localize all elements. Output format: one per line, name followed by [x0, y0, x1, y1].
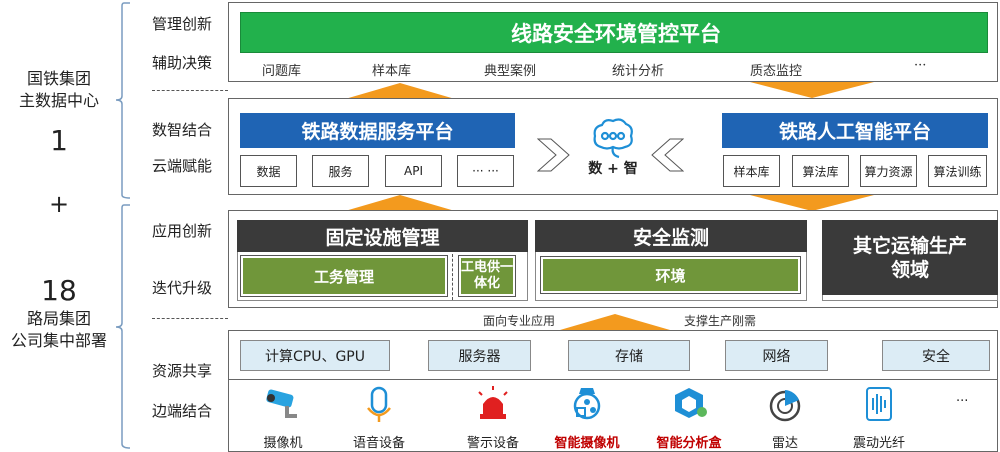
analysis-box-icon [675, 388, 707, 418]
other-domain-box: 其它运输生产领域 [822, 220, 998, 295]
device-camera: 摄像机 [238, 386, 328, 451]
ai-platform-title: 铁路人工智能平台 [722, 113, 988, 148]
smart-camera-icon [573, 388, 601, 420]
ai-platform-item: 算法训练 [928, 155, 987, 187]
device-analysis-box: 智能分析盒 [644, 386, 734, 451]
resource-item: 服务器 [428, 340, 531, 371]
device-label: 警示设备 [466, 436, 519, 451]
environment-box: 环境 [540, 256, 801, 294]
row-label-cloud: 云端赋能 [152, 157, 213, 175]
arrow-down [750, 195, 874, 211]
org-national-line1: 国铁集团 [26, 69, 91, 88]
middle-left-text: 面向专业应用 [483, 314, 556, 328]
brain-icon [593, 118, 633, 159]
device-label: 震动光纤 [852, 436, 905, 451]
data-platform-item: API [385, 155, 442, 187]
device-label: 智能摄像机 [554, 436, 620, 451]
data-platform-title: 铁路数据服务平台 [240, 113, 515, 148]
top-item: 质态监控 [750, 64, 803, 79]
microphone-icon [367, 386, 391, 422]
camera-icon [266, 389, 297, 418]
top-item: 样本库 [372, 64, 412, 79]
top-item: 问题库 [262, 64, 302, 79]
data-smart-label: 数 + 智 [588, 161, 638, 177]
org-national-line2: 主数据中心 [18, 91, 99, 110]
data-platform-item: 服务 [312, 155, 369, 187]
gongwu-box: 工务管理 [240, 255, 448, 297]
row-label-datasmart: 数智结合 [152, 121, 213, 139]
row-label-app: 应用创新 [152, 222, 213, 240]
resource-item: 网络 [725, 340, 828, 371]
device-label: 摄像机 [263, 436, 303, 451]
arrow-up [345, 83, 455, 99]
ai-platform-item: 算法库 [792, 155, 849, 187]
arrow-up [560, 314, 670, 330]
device-microphone: 语音设备 [334, 386, 424, 451]
row-label-iterate: 迭代升级 [152, 279, 213, 297]
count-bureau: 18 [41, 274, 77, 307]
row-label-decision: 辅助决策 [152, 54, 213, 72]
line-safety-platform-title: 线路安全环境管控平台 [240, 12, 988, 53]
top-item: 典型案例 [484, 64, 537, 79]
vibration-fiber-icon [866, 387, 892, 421]
device-radar: 雷达 [740, 386, 830, 451]
ai-platform-item: 算力资源 [860, 155, 917, 187]
device-label: 智能分析盒 [656, 436, 722, 451]
count-national: 1 [50, 124, 68, 157]
alarm-light-icon [478, 386, 508, 419]
org-bureau-line1: 路局集团 [26, 309, 91, 328]
data-platform-item: ··· ··· [457, 155, 514, 187]
device-smart-camera: 智能摄像机 [542, 386, 632, 451]
middle-right-text: 支撑生产刚需 [684, 314, 757, 328]
plus-sign: + [48, 190, 70, 218]
fixed-facility-title: 固定设施管理 [237, 220, 528, 252]
divider [152, 90, 228, 91]
org-national: 国铁集团 主数据中心 [0, 68, 118, 112]
radar-icon [769, 390, 801, 422]
top-item: 统计分析 [612, 64, 665, 79]
braces [115, 2, 131, 449]
org-bureau-line2: 公司集中部署 [10, 331, 107, 350]
row-label-edge: 边端结合 [152, 402, 213, 420]
resource-item: 安全 [882, 340, 990, 371]
resource-item: 存储 [568, 340, 690, 371]
chevron-right-icon [537, 138, 570, 172]
divider [452, 254, 453, 300]
gongdian-box: 工电供一体化 [458, 255, 516, 297]
org-bureau: 路局集团 公司集中部署 [0, 308, 118, 352]
device-label: 语音设备 [352, 436, 405, 451]
ai-platform-item: 样本库 [723, 155, 780, 187]
top-item-more: ··· [914, 58, 927, 73]
device-label: 雷达 [771, 436, 798, 451]
row-label-resource: 资源共享 [152, 362, 213, 380]
row-label-mgmt: 管理创新 [152, 15, 213, 33]
safety-monitor-title: 安全监测 [535, 220, 807, 252]
data-platform-item: 数据 [240, 155, 297, 187]
resource-item: 计算CPU、GPU [240, 340, 390, 371]
divider [152, 318, 228, 319]
device-vibration-fiber: 震动光纤 [834, 386, 924, 451]
device-alarm: 警示设备 [448, 386, 538, 451]
arrow-up [345, 195, 455, 211]
chevron-left-icon [651, 138, 684, 172]
divider [228, 379, 998, 380]
arrow-down [750, 82, 874, 98]
devices-more: ··· [956, 394, 969, 409]
